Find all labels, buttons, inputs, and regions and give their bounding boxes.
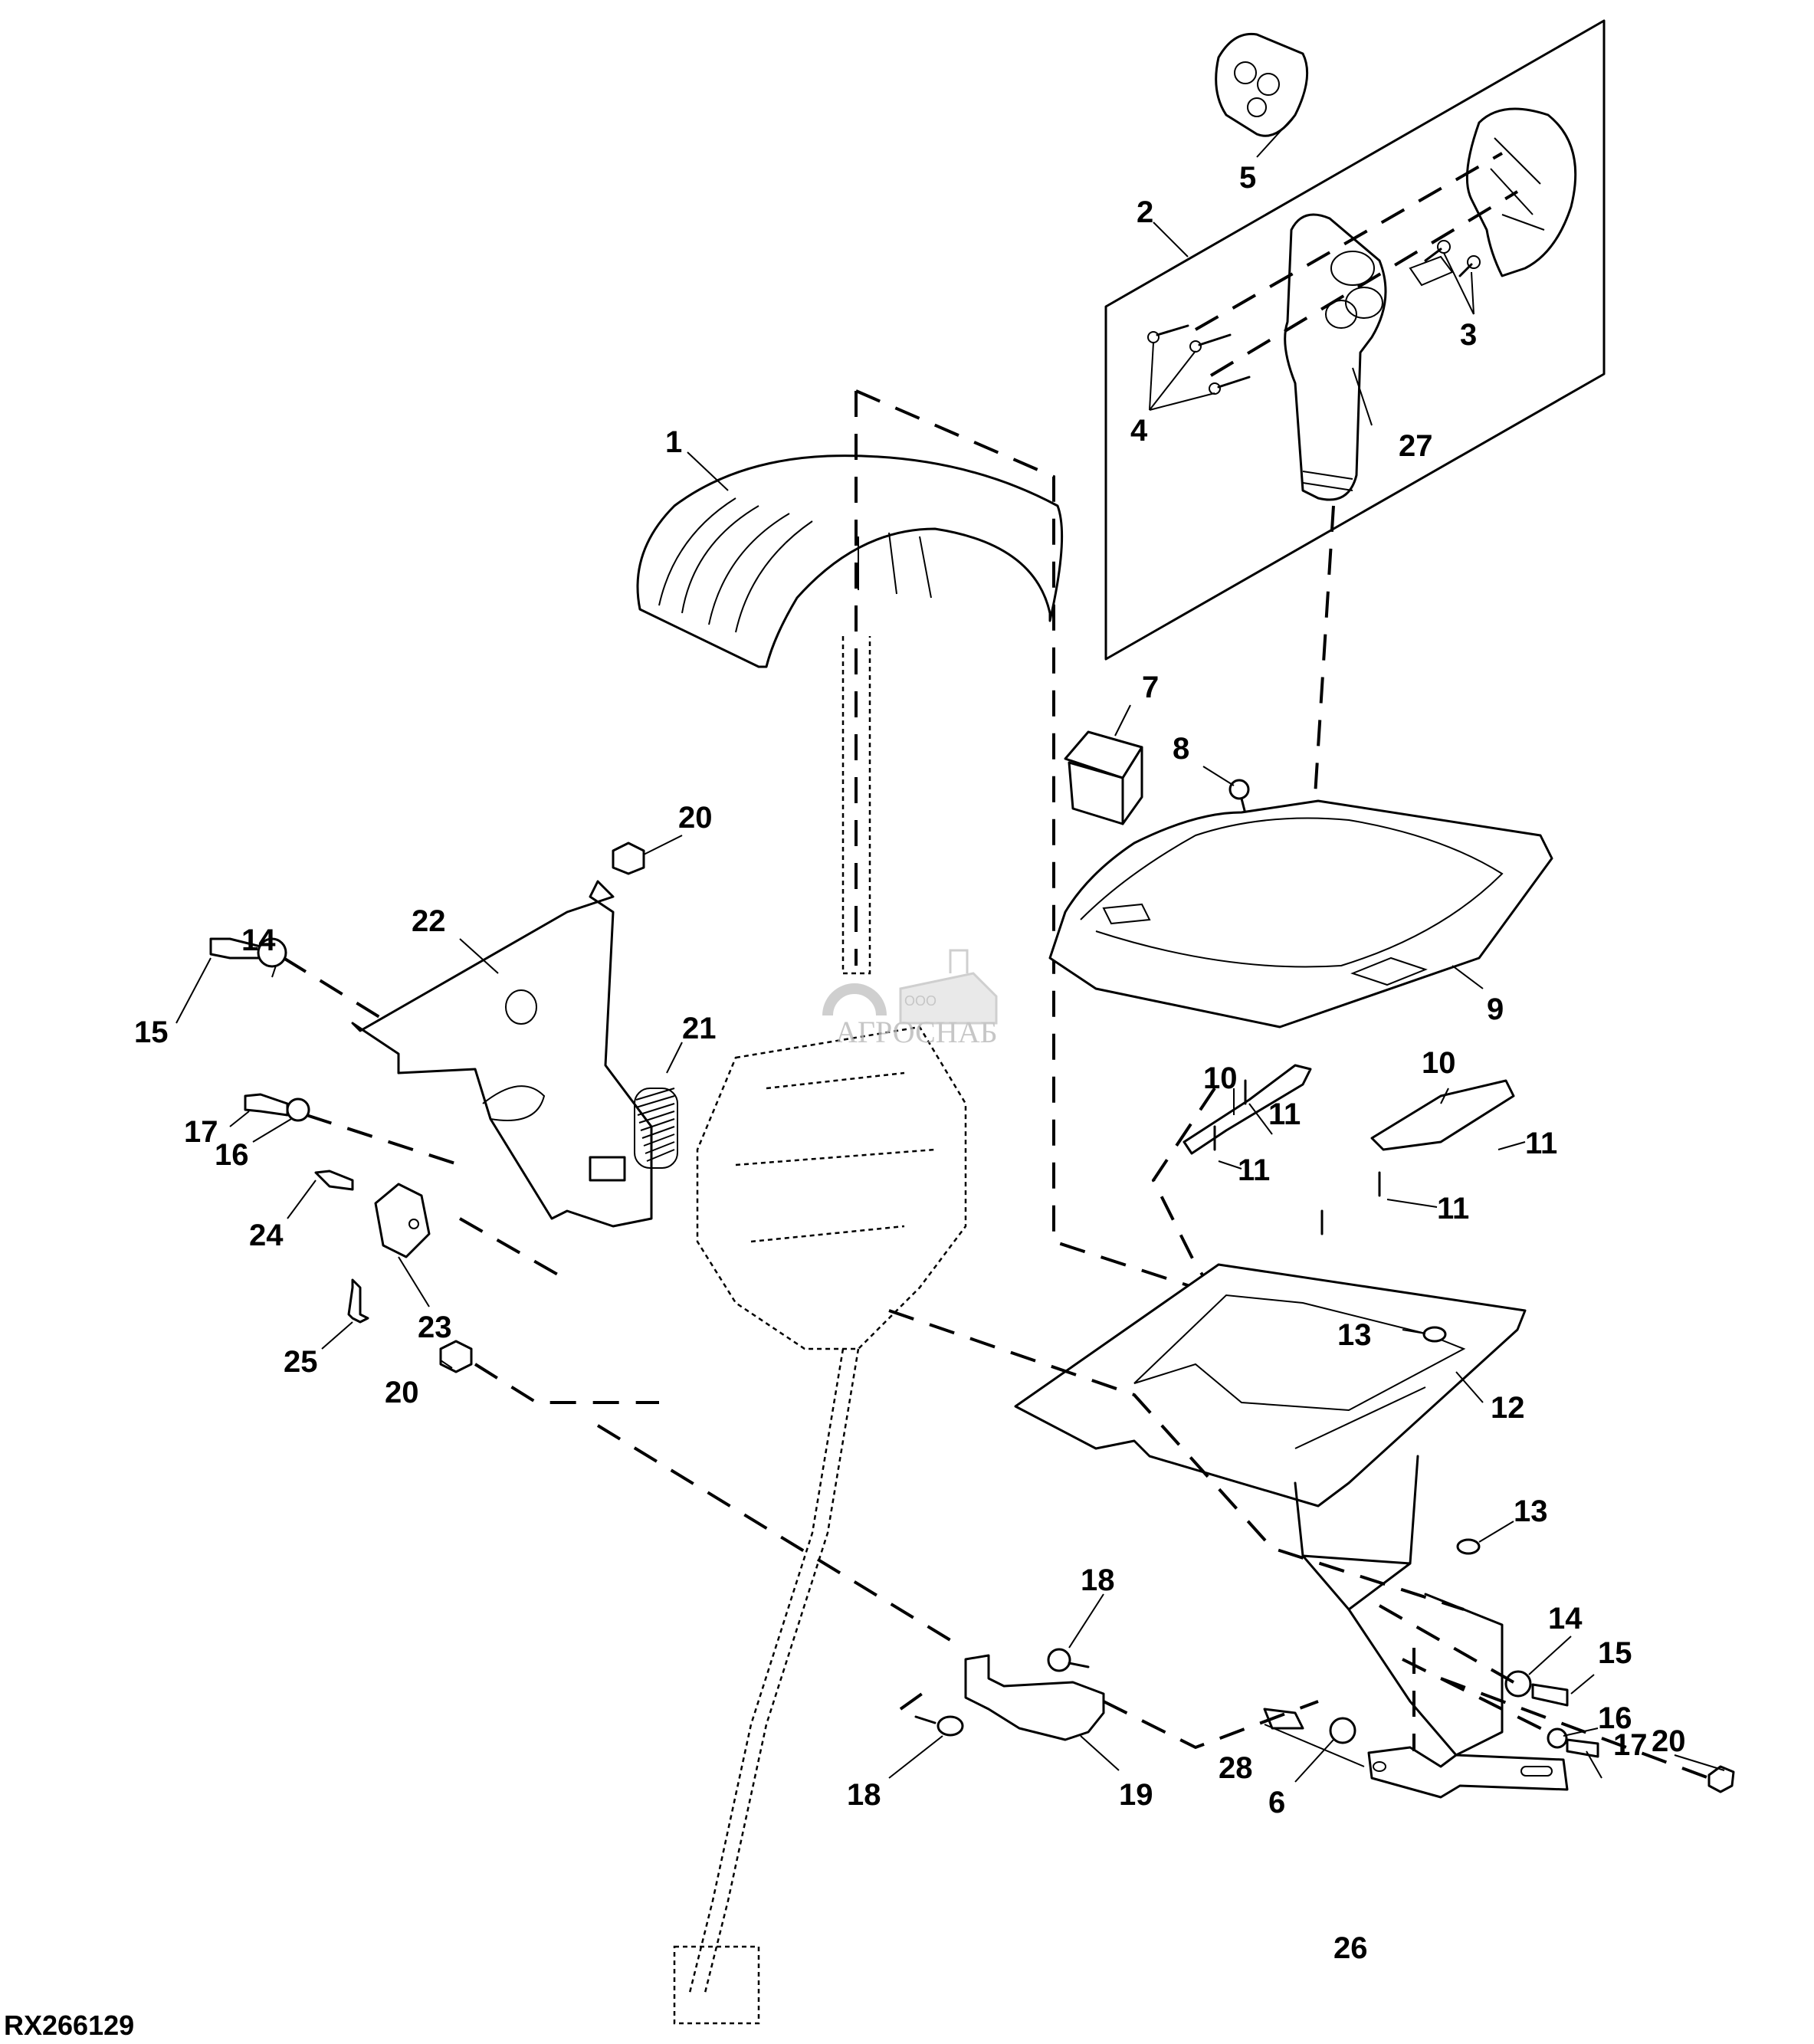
- callout-20-b: 20: [385, 1376, 419, 1409]
- watermark-logo: ООО АГРОСНАБ: [822, 949, 998, 1049]
- callout-21: 21: [682, 1012, 717, 1045]
- callout-8: 8: [1173, 732, 1189, 766]
- callout-2: 2: [1137, 195, 1153, 229]
- callout-16-b: 16: [1598, 1701, 1632, 1735]
- grip-shell-part: [1465, 107, 1577, 277]
- fender-cover-part: [636, 454, 1064, 668]
- small-bracket-part: [374, 1183, 431, 1258]
- hardware-right-part: [1263, 1670, 1735, 1793]
- console-cover-part: [1048, 799, 1553, 1029]
- mounting-plate-part: [1014, 1263, 1527, 1757]
- spring-part: [634, 1088, 678, 1169]
- screws-4-part: [1147, 324, 1251, 395]
- callout-18-b: 18: [847, 1778, 881, 1812]
- callout-14-b: 14: [1548, 1602, 1583, 1636]
- figure-id: RX266129: [4, 2010, 134, 2041]
- callout-14-a: 14: [241, 924, 276, 957]
- callout-9: 9: [1487, 992, 1504, 1026]
- callout-16-a: 16: [215, 1138, 249, 1172]
- callout-28: 28: [1219, 1751, 1253, 1785]
- screws-11-part: [1213, 1079, 1381, 1235]
- callout-26: 26: [1333, 1931, 1368, 1965]
- callout-24: 24: [249, 1219, 284, 1252]
- switch-module-part: [1215, 32, 1309, 137]
- callout-15-b: 15: [1598, 1636, 1632, 1670]
- screws-3-part: [1409, 240, 1481, 287]
- callout-4: 4: [1130, 414, 1148, 448]
- callout-15-a: 15: [134, 1015, 169, 1049]
- callout-13-b: 13: [1514, 1494, 1548, 1528]
- callout-22: 22: [412, 904, 446, 938]
- clamp-bracket-part: [914, 1648, 1105, 1741]
- callout-11-b: 11: [1268, 1097, 1301, 1131]
- callout-13-a: 13: [1337, 1318, 1372, 1352]
- watermark-prefix: ООО: [904, 993, 937, 1009]
- callout-1: 1: [665, 425, 682, 459]
- callout-3: 3: [1460, 318, 1477, 352]
- callout-23: 23: [418, 1311, 452, 1344]
- handle-grip-part: [1284, 213, 1387, 501]
- callout-11-c: 11: [1525, 1127, 1557, 1160]
- callout-20-a: 20: [678, 801, 713, 835]
- callout-17-b: 17: [1613, 1728, 1648, 1762]
- callouts: 1 2 3 4 5 6 7 8 9 10 10 11 11 11 11 12 1…: [134, 161, 1686, 1965]
- callout-5: 5: [1239, 161, 1256, 195]
- callout-17-a: 17: [184, 1115, 218, 1149]
- rocker-switch-part: [1064, 730, 1143, 825]
- callout-7: 7: [1142, 671, 1159, 704]
- callout-6: 6: [1268, 1786, 1285, 1819]
- strap-bracket-part: [1367, 1746, 1569, 1799]
- callout-11-d: 11: [1437, 1192, 1469, 1225]
- callout-18-a: 18: [1081, 1563, 1115, 1597]
- callout-19: 19: [1119, 1778, 1153, 1812]
- callout-27: 27: [1399, 429, 1433, 463]
- callout-10-right: 10: [1422, 1046, 1456, 1080]
- handle-assembly-box: [1104, 19, 1606, 989]
- watermark-name: АГРОСНАБ: [835, 1015, 998, 1049]
- callout-20-c: 20: [1652, 1724, 1686, 1758]
- hardware-left-part: [209, 842, 645, 1373]
- support-bracket-part: [351, 880, 653, 1228]
- clip-13-part: [1456, 1538, 1481, 1555]
- leader-lines: [175, 114, 1725, 1783]
- callout-11-a: 11: [1238, 1153, 1270, 1187]
- callout-25: 25: [284, 1345, 318, 1379]
- phantom-valve-assembly: [673, 636, 967, 2025]
- indicator-strip-right-part: [1370, 1079, 1515, 1151]
- callout-10-left: 10: [1203, 1061, 1238, 1095]
- callout-12: 12: [1491, 1391, 1525, 1425]
